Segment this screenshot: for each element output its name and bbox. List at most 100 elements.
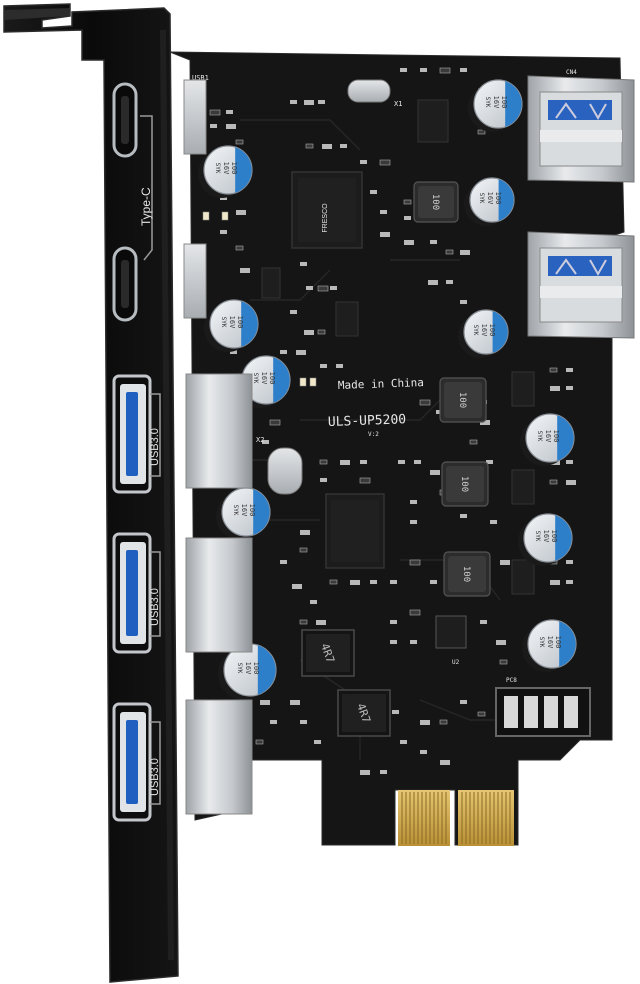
cap-brand: SYK (484, 97, 491, 108)
cap-value: 100 (554, 636, 562, 649)
power-inductor: 4R7 (301, 629, 355, 677)
smd-part (220, 196, 227, 200)
smd-part (270, 720, 277, 724)
usb3-port-3: USB3.0 (112, 702, 161, 822)
cap-value: 100 (230, 162, 238, 175)
type-c-bracket-frame: Type-C (139, 115, 153, 261)
smd-part (280, 560, 287, 564)
pcie-gold-fingers (398, 790, 514, 846)
smd-part (305, 143, 314, 149)
electrolytic-capacitors: 10016VSYK10016VSYK10016VSYK10016VSYK1001… (198, 79, 577, 700)
smd-part (490, 520, 497, 524)
usb1-ref: USB1 (192, 74, 209, 82)
smd-part (330, 286, 337, 290)
x2-ref: X2 (256, 436, 264, 444)
smd-part (409, 559, 421, 566)
smd-part (317, 329, 326, 335)
smd-part (316, 620, 326, 625)
smd-part (336, 364, 343, 368)
smd-part (460, 700, 467, 704)
power-header: PC8 (495, 677, 591, 737)
smd-part (392, 710, 399, 714)
inductor-marking: 100 (457, 392, 467, 408)
smd-part (322, 144, 332, 149)
cap-voltage: 16V (222, 162, 230, 175)
smd-part (269, 419, 281, 426)
inductor: 100 (439, 377, 487, 423)
cap-brand: SYK (538, 637, 545, 648)
cap-brand: SYK (478, 193, 485, 204)
smd-part (359, 477, 371, 484)
smd-part (299, 619, 308, 625)
smd-part (566, 368, 573, 372)
cap-voltage: 16V (228, 316, 236, 329)
cap-value: 100 (268, 372, 276, 385)
cn4-ref: CN4 (566, 69, 577, 76)
cap-value: 100 (252, 662, 260, 675)
smd-part (314, 740, 321, 744)
internal-usb-a-port-bottom (527, 231, 635, 339)
cap-value: 100 (494, 192, 502, 205)
rear-port-housings (183, 79, 253, 815)
smd-part (404, 216, 411, 220)
smd-part (280, 350, 287, 354)
cap-voltage: 16V (542, 530, 550, 543)
type-c-port-bottom (112, 246, 138, 322)
smd-part (317, 285, 329, 292)
version-text: V:2 (368, 431, 379, 438)
type-c-port-top (112, 82, 138, 158)
smd-part (460, 514, 467, 518)
smd-part (320, 364, 327, 368)
smd-part (210, 124, 217, 128)
led (202, 211, 210, 221)
smd-part (370, 190, 377, 194)
smd-part (566, 580, 573, 584)
smd-part (469, 439, 478, 445)
smd-part (420, 68, 427, 72)
smd-part (439, 719, 448, 725)
inductor: 100 (441, 461, 489, 507)
smd-part (290, 310, 297, 314)
inductor-marking: 100 (459, 476, 469, 492)
smd-part (230, 350, 237, 354)
smd-part (410, 640, 417, 644)
led (221, 211, 229, 221)
usb3-port-1: USB3.0 (112, 374, 161, 494)
smd-part (226, 124, 236, 129)
smd-part (460, 250, 470, 255)
smd-part (304, 100, 314, 105)
pc8-ref: PC8 (506, 677, 517, 684)
hub-controller-chip (325, 493, 385, 569)
smd-part (398, 460, 405, 464)
smd-part (340, 144, 347, 148)
smd-part (262, 440, 269, 444)
cap-brand: SYK (472, 325, 479, 336)
smd-part (304, 330, 314, 335)
smd-part (236, 210, 246, 215)
power-inductor: 4R7 (337, 689, 391, 737)
controller-brand-label: FRESCO (322, 203, 329, 233)
smd-part (477, 711, 486, 717)
smd-part (409, 609, 421, 616)
inductor: 100 (443, 551, 491, 597)
smd-part (226, 110, 233, 114)
made-in-china-text: Made in China (338, 376, 424, 392)
smd-part (480, 620, 487, 624)
smd-part (360, 460, 367, 464)
smd-part (318, 100, 325, 104)
type-c-label: Type-C (139, 187, 153, 226)
smd-part (410, 520, 417, 524)
smd-part (566, 386, 573, 390)
smd-part (499, 659, 508, 665)
usb3-port-1-label: USB3.0 (149, 428, 161, 466)
smd-part (430, 240, 437, 244)
smd-part (400, 740, 407, 744)
smd-part (360, 770, 370, 775)
smd-part (400, 68, 407, 72)
